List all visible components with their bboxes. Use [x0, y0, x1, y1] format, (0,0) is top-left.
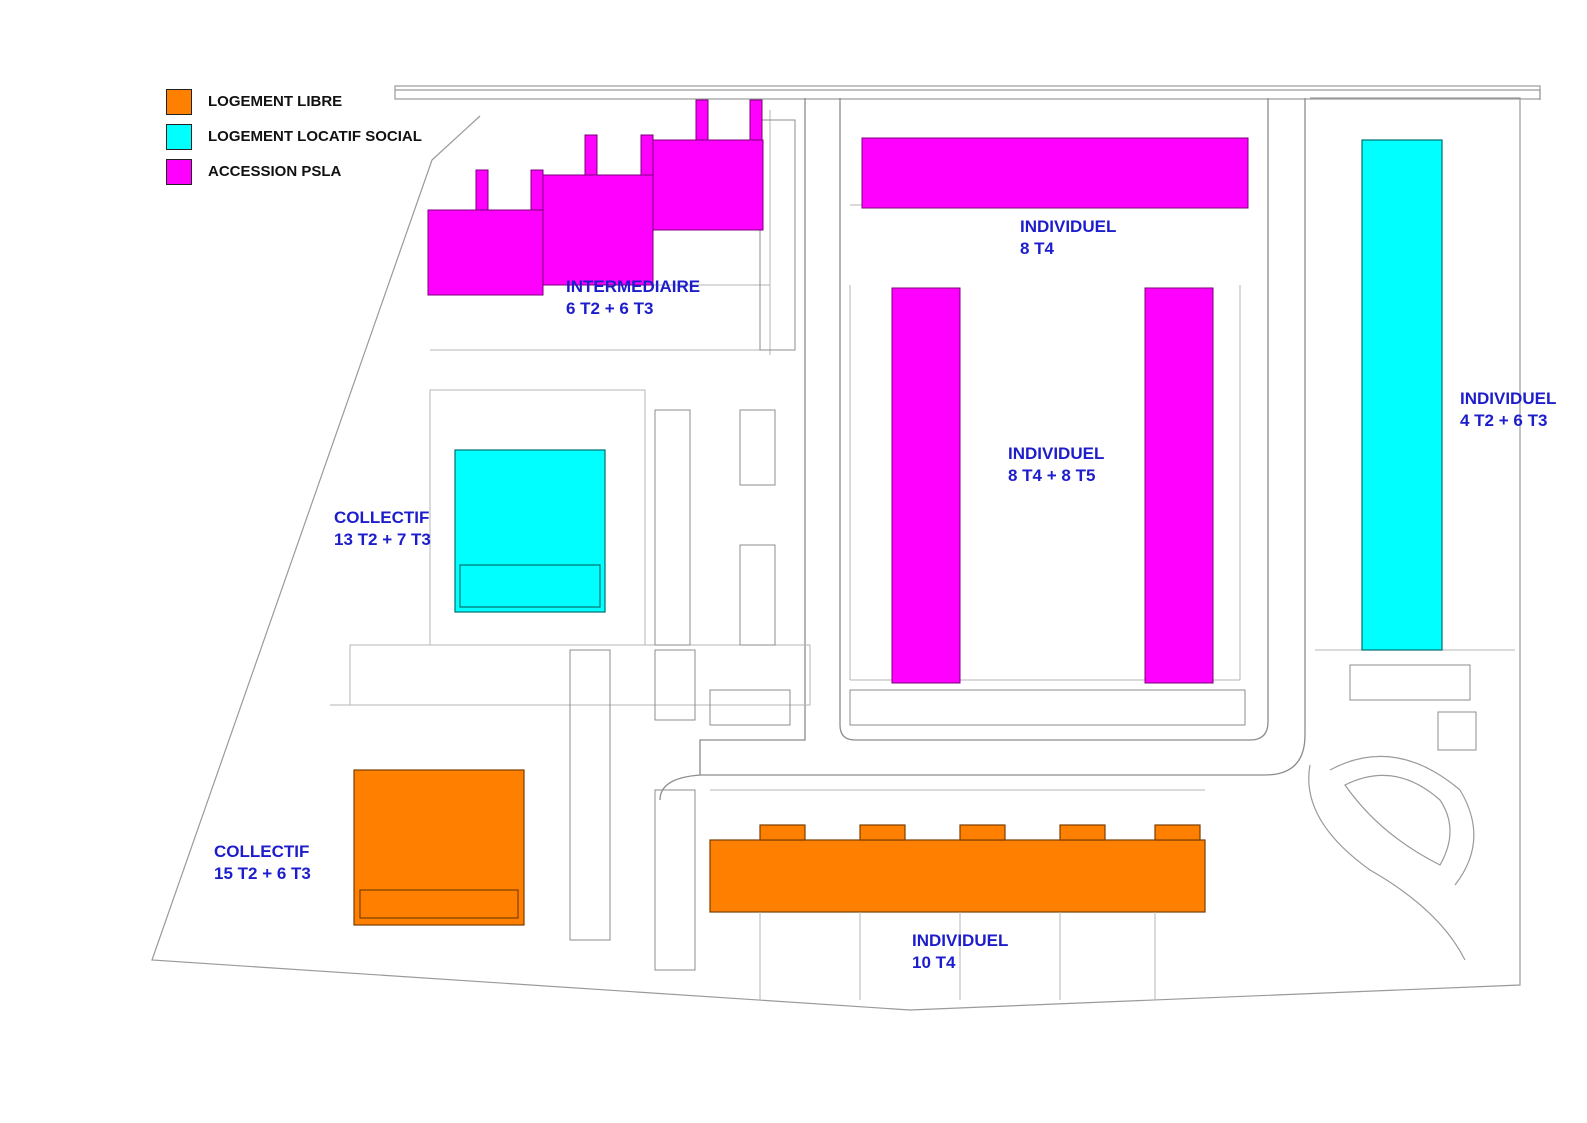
- zone-count: 8 T4 + 8 T5: [1008, 466, 1096, 485]
- libre-south-block: [709, 824, 1206, 913]
- zone-type: INDIVIDUEL: [1020, 217, 1117, 236]
- legend-item-libre: LOGEMENT LIBRE: [166, 84, 422, 119]
- main-road: [659, 98, 1306, 801]
- psla-intermediaire-block: [427, 99, 764, 296]
- zone-label-individuel-south: INDIVIDUEL 10 T4: [912, 930, 1008, 974]
- zone-type: INDIVIDUEL: [912, 931, 1009, 950]
- psla-center-columns: [891, 287, 1214, 684]
- south-lot-lines: [710, 789, 1205, 1000]
- legend-item-social: LOGEMENT LOCATIF SOCIAL: [166, 119, 422, 154]
- zone-count: 13 T2 + 7 T3: [334, 530, 431, 549]
- zone-count: 8 T4: [1020, 239, 1055, 258]
- legend-label: ACCESSION PSLA: [208, 163, 342, 180]
- legend-item-psla: ACCESSION PSLA: [166, 154, 422, 189]
- libre-collectif-block: [353, 769, 525, 926]
- parking-stalls: [569, 119, 1477, 971]
- psla-top-row-block: [861, 137, 1249, 209]
- zone-count: 15 T2 + 6 T3: [214, 864, 311, 883]
- zone-type: COLLECTIF: [214, 842, 310, 861]
- social-east-block: [1361, 139, 1443, 651]
- map-legend: LOGEMENT LIBRE LOGEMENT LOCATIF SOCIAL A…: [166, 84, 422, 189]
- zone-type: COLLECTIF: [334, 508, 430, 527]
- zone-label-collectif-libre: COLLECTIF 15 T2 + 6 T3: [214, 841, 311, 885]
- zone-label-intermediaire: INTERMEDIAIRE 6 T2 + 6 T3: [566, 276, 700, 320]
- zone-count: 6 T2 + 6 T3: [566, 299, 654, 318]
- zone-type: INDIVIDUEL: [1008, 444, 1105, 463]
- legend-label: LOGEMENT LOCATIF SOCIAL: [208, 128, 422, 145]
- social-collectif-block: [454, 449, 606, 613]
- zone-count: 4 T2 + 6 T3: [1460, 411, 1548, 430]
- zone-type: INDIVIDUEL: [1460, 389, 1557, 408]
- zone-label-individuel-center: INDIVIDUEL 8 T4 + 8 T5: [1008, 443, 1104, 487]
- turning-circle: [1308, 755, 1475, 961]
- zone-type: INTERMEDIAIRE: [566, 277, 701, 296]
- legend-swatch: [166, 88, 192, 115]
- legend-swatch: [166, 158, 192, 185]
- zone-count: 10 T4: [912, 953, 956, 972]
- zone-label-collectif-social: COLLECTIF 13 T2 + 7 T3: [334, 507, 431, 551]
- zone-label-individuel-top: INDIVIDUEL 8 T4: [1020, 216, 1116, 260]
- legend-label: LOGEMENT LIBRE: [208, 93, 343, 110]
- zone-label-individuel-east: INDIVIDUEL 4 T2 + 6 T3: [1460, 388, 1556, 432]
- legend-swatch: [166, 123, 192, 150]
- site-boundary: [151, 85, 1541, 1011]
